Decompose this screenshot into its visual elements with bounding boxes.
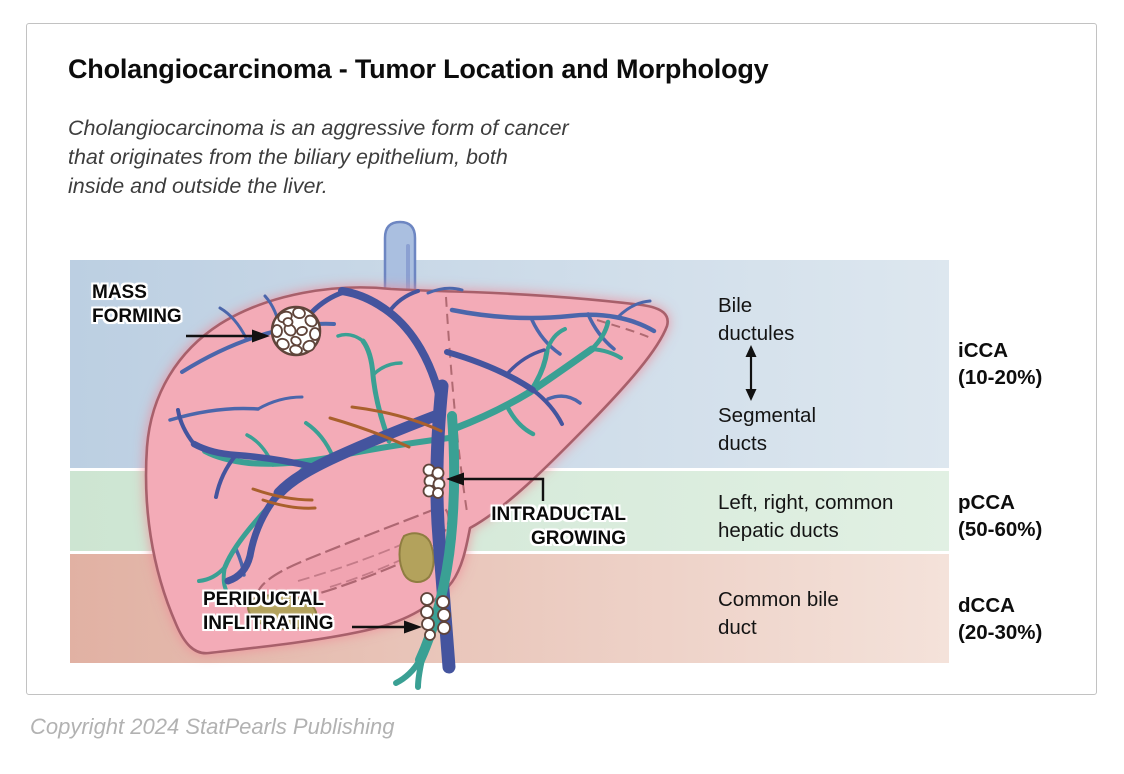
periductal-tumor-icon (420, 592, 451, 641)
ductules-to-segmental-arrow-icon (745, 345, 757, 401)
annotation-intraductal-growing: INTRADUCTAL GROWING (491, 504, 626, 549)
mass-forming-tumor-icon (270, 305, 322, 357)
label-common-bile-duct: Common bile duct (718, 588, 839, 639)
label-pcca: pCCA (50-60%) (958, 491, 1043, 541)
label-bile-ductules: Bile ductules (718, 294, 795, 345)
cystic-duct-icon (247, 532, 435, 630)
copyright-notice: Copyright 2024 StatPearls Publishing (30, 714, 395, 739)
page-subtitle: Cholangiocarcinoma is an aggressive form… (68, 116, 569, 198)
annotation-arrows (186, 329, 545, 634)
label-hepatic-ducts: Left, right, common hepatic ducts (718, 491, 894, 542)
page-title: Cholangiocarcinoma - Tumor Location and … (68, 54, 769, 84)
label-icca: iCCA (10-20%) (958, 339, 1043, 389)
label-dcca: dCCA (20-30%) (958, 594, 1043, 644)
annotation-periductal-infiltrating: PERIDUCTAL INFLITRATING (203, 589, 334, 634)
portal-vein-tube-icon (383, 220, 417, 298)
hepatic-artery-icon (251, 405, 443, 510)
intraductal-tumor-icon (422, 463, 446, 499)
label-segmental-ducts: Segmental ducts (718, 404, 817, 455)
annotation-mass-forming: MASS FORMING (92, 282, 182, 327)
